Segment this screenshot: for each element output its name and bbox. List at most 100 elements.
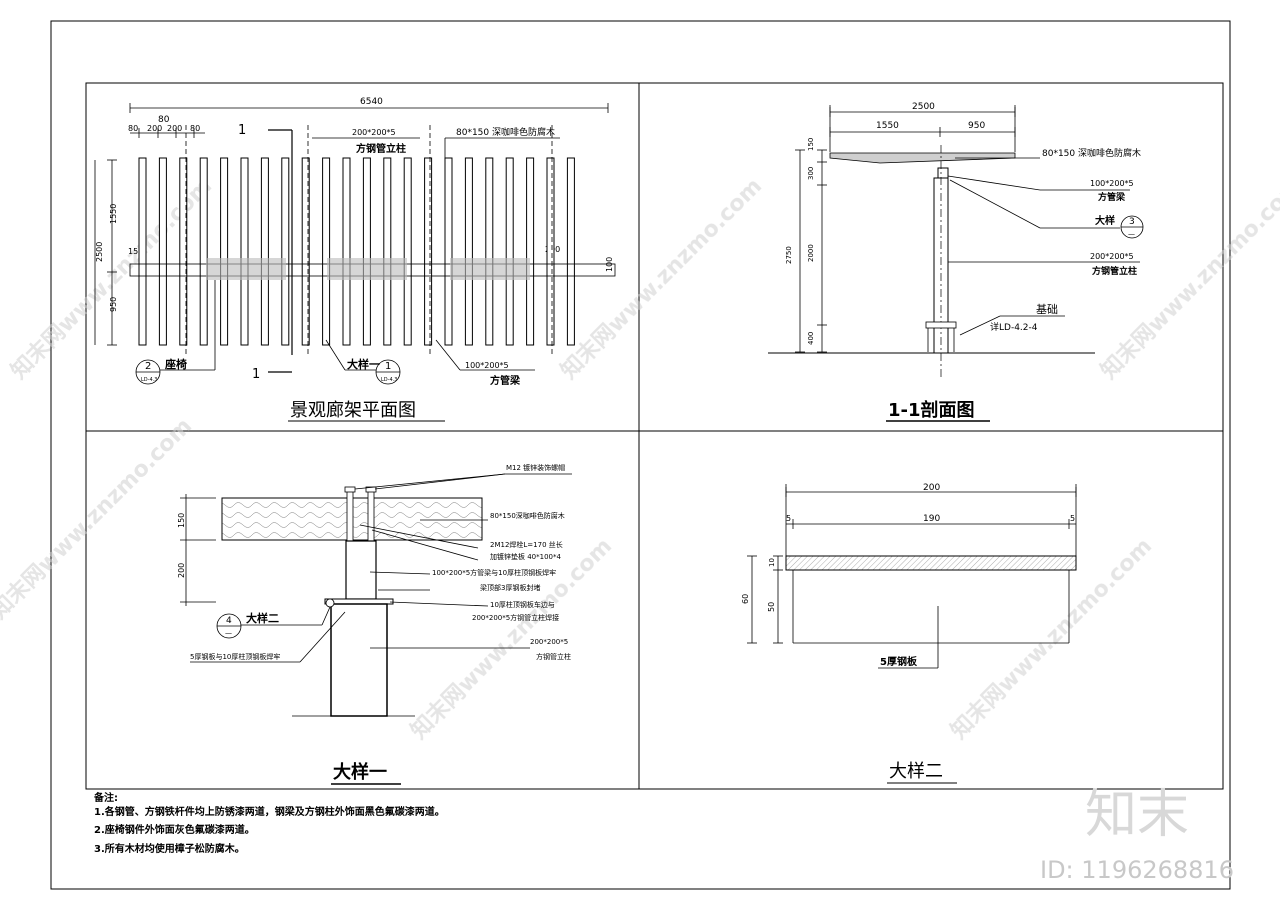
plan-slat [220, 157, 229, 346]
svg-text:200: 200 [167, 124, 182, 133]
svg-text:2500: 2500 [95, 242, 104, 262]
svg-text:6540: 6540 [360, 97, 383, 107]
brand-watermark: 知末 ID: 1196268816 [1040, 785, 1234, 884]
svg-text:—: — [225, 629, 232, 637]
plan-slat [362, 157, 371, 346]
plan-slat [444, 157, 453, 346]
svg-text:80*150深咖啡色防腐木: 80*150深咖啡色防腐木 [490, 511, 565, 520]
detail2-title: 大样二 [889, 761, 943, 782]
svg-text:400: 400 [807, 332, 815, 345]
plan-slat [566, 157, 575, 346]
svg-text:150: 150 [807, 138, 815, 151]
svg-text:200: 200 [147, 124, 162, 133]
plan-slat [281, 157, 290, 346]
plan-slats [138, 157, 575, 346]
plan-slat [424, 157, 433, 346]
svg-text:LD-4.3: LD-4.3 [141, 377, 157, 383]
svg-text:60: 60 [741, 594, 750, 604]
svg-text:1: 1 [252, 367, 260, 382]
plan-slat [464, 157, 473, 346]
detail1-title: 大样一 [333, 761, 387, 783]
svg-text:LD-4.3: LD-4.3 [381, 377, 397, 383]
plan-slat [138, 157, 147, 346]
svg-text:加镀锌垫板 40*100*4: 加镀锌垫板 40*100*4 [490, 552, 561, 561]
svg-text:950: 950 [109, 297, 118, 312]
svg-text:1: 1 [238, 123, 246, 138]
svg-text:300: 300 [807, 167, 815, 180]
svg-text:5厚钢板: 5厚钢板 [880, 655, 918, 668]
svg-text:200*200*5方钢管立柱焊接: 200*200*5方钢管立柱焊接 [472, 613, 559, 622]
section-view: 2500 1550 950 150 300 2000 2750 400 [768, 102, 1144, 422]
svg-text:80: 80 [190, 124, 200, 133]
sheet-border [50, 20, 1231, 890]
plan-slat [403, 157, 412, 346]
svg-text:详LD-4.2-4: 详LD-4.2-4 [990, 321, 1038, 333]
svg-text:1550: 1550 [876, 121, 899, 131]
svg-text:100*200*5方管梁与10厚柱顶钢板焊牢: 100*200*5方管梁与10厚柱顶钢板焊牢 [432, 568, 556, 577]
section-title: 1-1剖面图 [888, 399, 975, 421]
svg-text:4: 4 [226, 616, 232, 626]
svg-text:2000: 2000 [807, 244, 815, 262]
svg-text:方钢管立柱: 方钢管立柱 [536, 652, 571, 661]
plan-slat [322, 157, 331, 346]
svg-text:大样: 大样 [1095, 214, 1115, 227]
plan-slat [342, 157, 351, 346]
svg-text:200: 200 [177, 563, 186, 578]
svg-text:150: 150 [177, 513, 186, 528]
svg-text:基础: 基础 [1036, 303, 1058, 316]
svg-text:2.座椅钢件外饰面灰色氟碳漆两道。: 2.座椅钢件外饰面灰色氟碳漆两道。 [94, 823, 255, 836]
plan-slat [301, 157, 310, 346]
svg-text:10: 10 [768, 558, 776, 567]
svg-text:200*200*5: 200*200*5 [352, 128, 396, 137]
svg-text:备注:: 备注: [93, 791, 118, 804]
svg-text:M12 镀锌装饰螺帽: M12 镀锌装饰螺帽 [506, 463, 565, 472]
svg-text:100*200*5: 100*200*5 [1090, 179, 1134, 188]
svg-text:200*200*5: 200*200*5 [1090, 252, 1134, 261]
svg-text:1550: 1550 [109, 204, 118, 224]
svg-text:200: 200 [923, 483, 940, 493]
svg-text:座椅: 座椅 [164, 357, 187, 371]
plan-title: 景观廊架平面图 [290, 400, 416, 421]
detail1-view: 150 200 M12 [177, 463, 572, 785]
svg-text:10厚柱顶钢板车边与: 10厚柱顶钢板车边与 [490, 600, 555, 609]
svg-text:梁顶部3厚钢板封堵: 梁顶部3厚钢板封堵 [480, 583, 540, 592]
svg-text:80*150 深咖啡色防腐木: 80*150 深咖啡色防腐木 [456, 126, 555, 138]
plan-slat [199, 157, 208, 346]
svg-text:1: 1 [385, 361, 391, 372]
svg-text:150: 150 [128, 247, 143, 256]
svg-text:知末网www.znzmo.com: 知末网www.znzmo.com [556, 173, 767, 384]
svg-text:大样二: 大样二 [246, 611, 279, 625]
svg-text:950: 950 [968, 121, 985, 131]
svg-text:190: 190 [923, 514, 940, 524]
plan-slat [383, 157, 392, 346]
svg-text:—: — [1128, 230, 1135, 238]
svg-text:方钢管立柱: 方钢管立柱 [1092, 265, 1137, 277]
svg-text:2750: 2750 [785, 246, 793, 264]
detail2-view: 200 5 190 5 10 60 50 5厚钢板 大样二 [741, 483, 1077, 784]
plan-slat [546, 157, 555, 346]
svg-text:3.所有木材均使用樟子松防腐木。: 3.所有木材均使用樟子松防腐木。 [94, 842, 245, 855]
svg-text:知末网www.znzmo.com: 知末网www.znzmo.com [0, 413, 197, 624]
plan-slat [158, 157, 167, 346]
svg-text:200*200*5: 200*200*5 [530, 638, 568, 646]
plan-slat [179, 157, 188, 346]
svg-text:方管梁: 方管梁 [1098, 191, 1126, 203]
plan-slat [240, 157, 249, 346]
notes: 备注: 1.各钢管、方钢铁杆件均上防锈漆两道，钢梁及方钢柱外饰面黑色氟碳漆两道。… [93, 791, 445, 855]
svg-text:80: 80 [158, 115, 170, 125]
svg-text:3: 3 [1129, 217, 1135, 227]
svg-text:5厚钢板与10厚柱顶钢板焊牢: 5厚钢板与10厚柱顶钢板焊牢 [190, 652, 280, 661]
svg-text:2: 2 [145, 361, 151, 372]
svg-text:知末: 知末 [1085, 785, 1189, 845]
svg-text:80: 80 [128, 124, 138, 133]
plan-slat [485, 157, 494, 346]
svg-text:大样一: 大样一 [347, 357, 380, 371]
plan-slat [526, 157, 535, 346]
plan-view: 6540 80 80 200 200 80 2500 1550 950 150 … [94, 97, 616, 422]
plan-beam [129, 258, 616, 280]
svg-text:80*150 深咖啡色防腐木: 80*150 深咖啡色防腐木 [1042, 147, 1141, 159]
svg-text:2M12焊栓L=170 丝长: 2M12焊栓L=170 丝长 [490, 540, 563, 549]
svg-text:5: 5 [786, 514, 791, 523]
svg-text:ID: 1196268816: ID: 1196268816 [1040, 856, 1234, 884]
